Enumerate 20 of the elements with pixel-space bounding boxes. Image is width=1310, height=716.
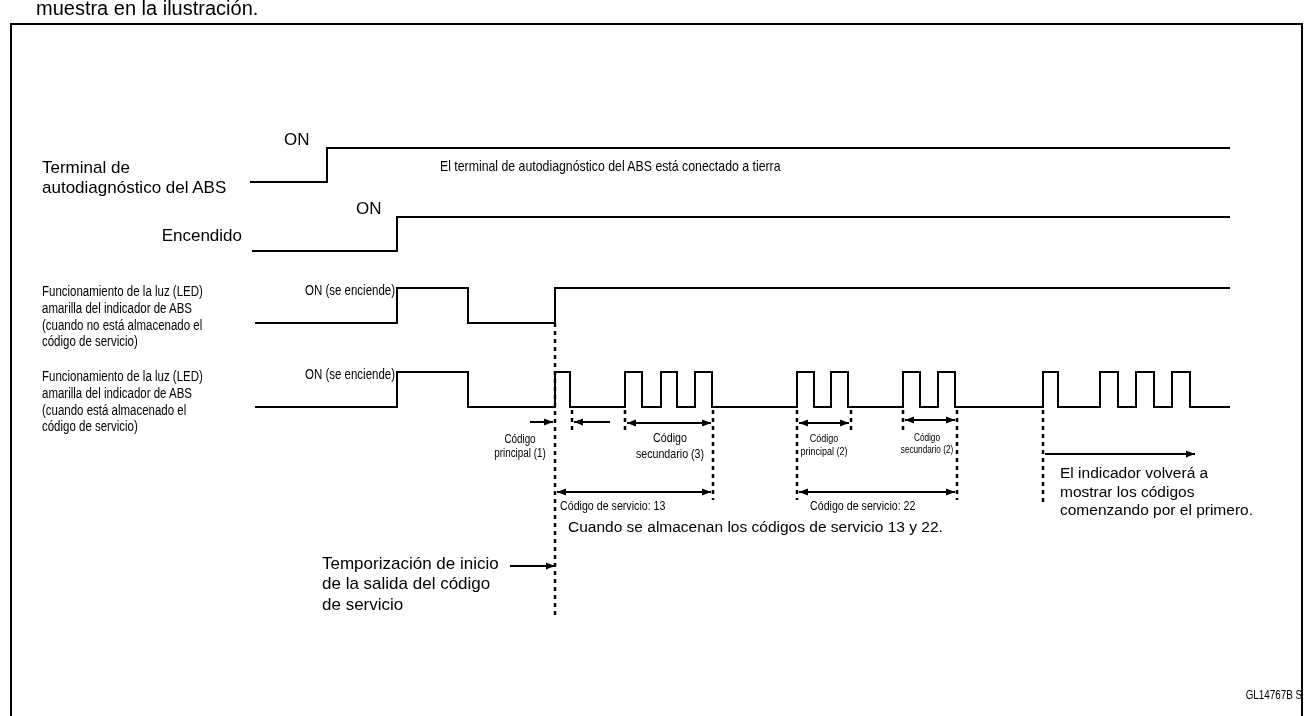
callout-text: Temporización de inicio de la salida del código de servicio <box>322 554 508 616</box>
level-label: ON (se enciende) <box>304 282 395 299</box>
signal-label: Funcionamiento de la luz (LED) amarilla del indicador de ABS (cuando está almacenado el código de servicio) <box>42 368 204 436</box>
duration-label: Código de servicio: 13 <box>560 498 667 514</box>
dashed-marker-line <box>553 323 557 615</box>
page-text: muestra en la ilustración. <box>36 0 260 20</box>
duration-label: Código secundario (3) <box>635 430 705 462</box>
note-text: El indicador volverá a mostrar los códigos comenzando por el primero. <box>1060 464 1254 520</box>
note-text: El terminal de autodiagnóstico del ABS está conectado a tierra <box>440 157 782 175</box>
signal-label: Encendido <box>160 226 242 247</box>
note-text: Cuando se almacenan los códigos de servicio 13 y 22. <box>568 518 944 537</box>
level-label: ON (se enciende) <box>304 366 395 383</box>
signal-label: Funcionamiento de la luz (LED) amarilla del indicador de ABS (cuando no está almacenado el código de servicio) <box>42 283 204 351</box>
duration-label: Código de servicio: 22 <box>810 498 917 514</box>
duration-label: Código principal (2) <box>799 432 849 459</box>
duration-label: Código secundario (2) <box>899 432 955 456</box>
leader-line <box>509 562 556 570</box>
level-label: ON <box>356 199 383 220</box>
level-label: ON <box>284 130 311 151</box>
signal-label: Terminal de autodiagnóstico del ABS <box>42 158 228 199</box>
